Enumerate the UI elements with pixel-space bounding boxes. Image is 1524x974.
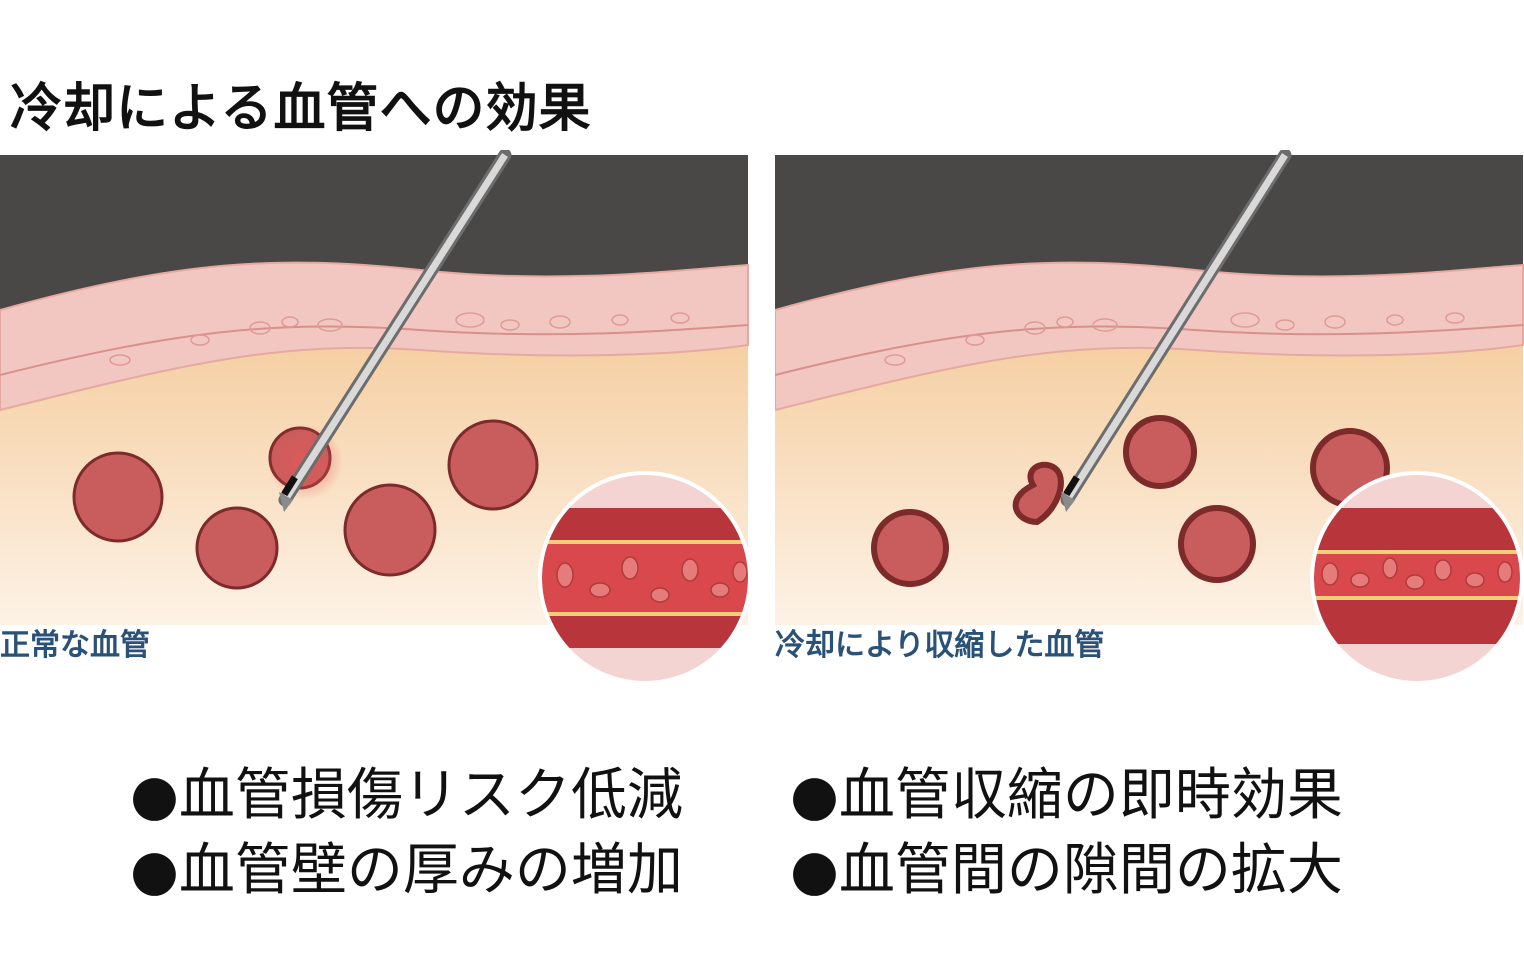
panel-caption-constricted: 冷却により収縮した血管 <box>775 628 1105 663</box>
skin-layer <box>0 261 749 412</box>
normal-vessel-svg <box>0 150 750 685</box>
benefit-item: ●血管壁の厚みの増加 <box>130 838 683 903</box>
skin-layer <box>775 261 1524 412</box>
zoom-inset <box>1310 471 1524 685</box>
dermis-line <box>0 324 749 376</box>
panel-caption-normal: 正常な血管 <box>0 628 150 663</box>
needle <box>1060 150 1292 512</box>
zoom-inset <box>538 471 750 685</box>
constricted-vessel-svg <box>775 150 1524 685</box>
benefit-list-left: ●血管損傷リスク低減 ●血管壁の厚みの増加 <box>130 758 683 908</box>
constricted-vessel-illustration: 冷却により収縮した血管 <box>775 150 1524 695</box>
page-title: 冷却による血管への効果 <box>10 79 592 139</box>
benefit-item: ●血管収縮の即時効果 <box>790 763 1343 828</box>
benefit-list-right: ●血管収縮の即時効果 ●血管間の隙間の拡大 <box>790 758 1343 908</box>
benefit-item: ●血管損傷リスク低減 <box>130 763 683 828</box>
skin-cells <box>109 312 690 366</box>
benefit-item: ●血管間の隙間の拡大 <box>790 838 1343 903</box>
needle <box>278 150 512 512</box>
dermis-line <box>775 324 1524 376</box>
vessel-cross-sections <box>871 415 1390 587</box>
normal-vessel-illustration: 正常な血管 <box>0 150 750 695</box>
skin-cells <box>884 312 1465 366</box>
